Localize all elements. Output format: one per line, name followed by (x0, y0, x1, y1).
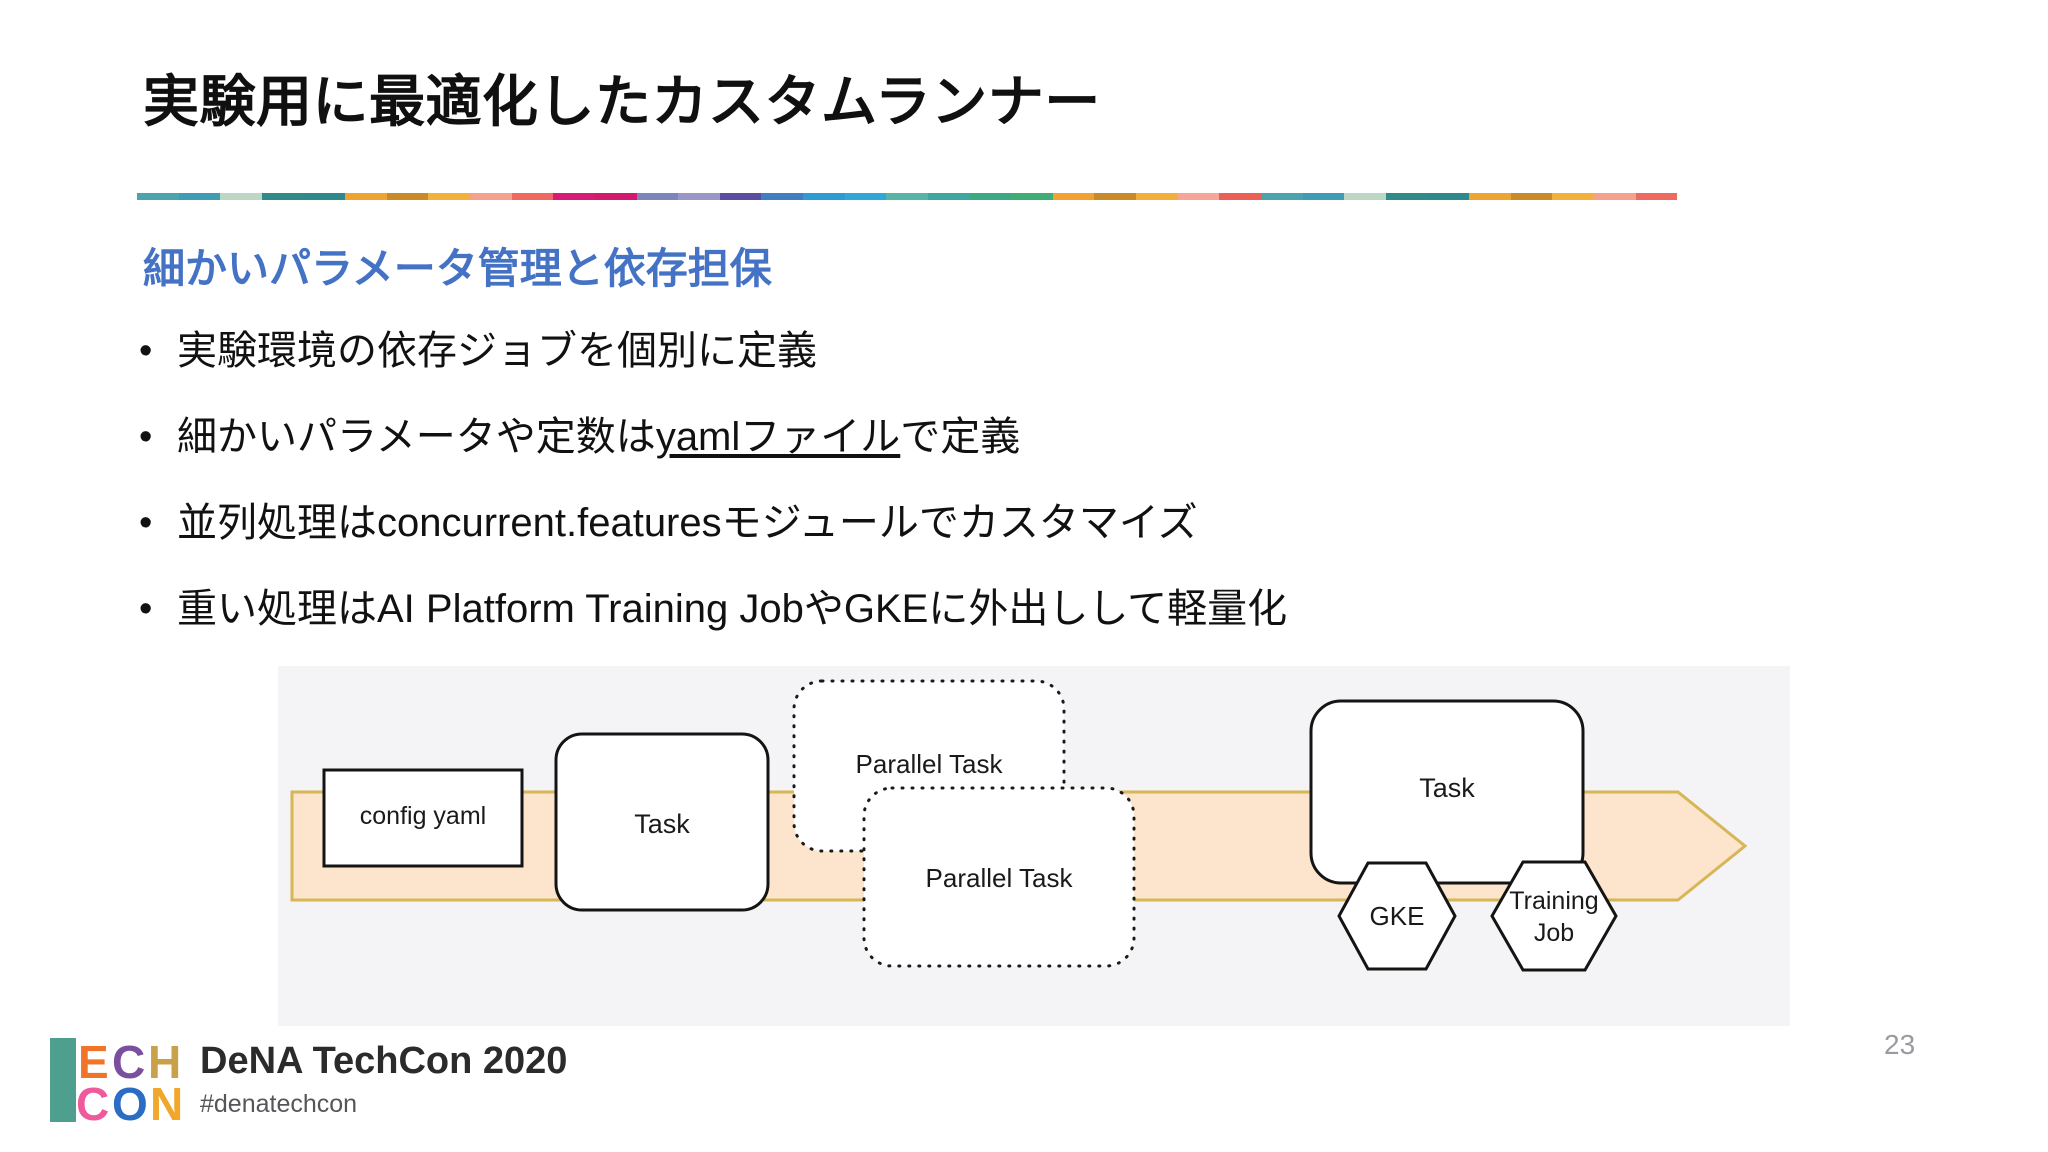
page-title: 実験用に最適化したカスタムランナー (143, 70, 1101, 133)
node-training-job-label-line2: Job (1534, 919, 1574, 947)
bullet-text-pre: 並列処理はconcurrent.featuresモジュールでカスタマイズ (177, 501, 1198, 545)
node-task-left-label: Task (634, 809, 690, 839)
bullet-text-pre: 細かいパラメータや定数は (177, 415, 656, 459)
divider-segment (511, 193, 554, 200)
bullet-text: 並列処理はconcurrent.featuresモジュールでカスタマイズ (177, 494, 1198, 552)
divider-segment (1219, 193, 1261, 200)
logo-letter-c-top: C (112, 1036, 145, 1088)
divider-segment (1136, 193, 1178, 200)
divider-segment (1593, 193, 1636, 200)
divider-segment (1260, 193, 1303, 200)
divider-segment (261, 193, 304, 200)
divider-segment (1469, 193, 1511, 200)
divider-segment (1385, 193, 1428, 200)
divider-segment (1510, 193, 1553, 200)
list-item: • 並列処理はconcurrent.featuresモジュールでカスタマイズ (139, 494, 1639, 558)
footer-hashtag: #denatechcon (200, 1090, 358, 1118)
node-training-job (1490, 860, 1618, 972)
footer-event-name: DeNA TechCon 2020 (200, 1040, 568, 1082)
divider-segment (303, 193, 346, 200)
divider-segment (678, 193, 720, 200)
logo-letter-c-bottom: C (76, 1078, 109, 1124)
bullet-text-pre: 実験環境の依存ジョブを個別に定義 (177, 329, 817, 373)
bullet-marker: • (139, 502, 153, 544)
node-parallel-task-upper-label: Parallel Task (856, 749, 1004, 779)
section-subtitle: 細かいパラメータ管理と依存担保 (143, 245, 772, 292)
divider-segment (1177, 193, 1220, 200)
divider-segment (428, 193, 470, 200)
bullet-marker: • (139, 416, 153, 458)
divider-segment (1011, 193, 1053, 200)
node-gke-label: GKE (1370, 901, 1425, 931)
node-task-left (554, 732, 770, 912)
node-parallel-task-lower-label: Parallel Task (926, 863, 1074, 893)
node-task-right (1309, 699, 1585, 885)
divider-segment (594, 193, 637, 200)
divider-segment (178, 193, 221, 200)
divider-segment (844, 193, 887, 200)
logo-letter-e: E (78, 1036, 109, 1088)
divider-segment (1635, 193, 1678, 200)
bullet-marker: • (139, 588, 153, 630)
divider-segment (761, 193, 803, 200)
node-gke (1337, 861, 1457, 971)
divider-segment (719, 193, 762, 200)
bullet-text: 細かいパラメータや定数はyamlファイルで定義 (177, 408, 1020, 466)
bullet-list: • 実験環境の依存ジョブを個別に定義 • 細かいパラメータや定数はyamlファイ… (139, 322, 1639, 666)
divider-segment (345, 193, 387, 200)
divider-segment (1094, 193, 1136, 200)
node-task-right-label: Task (1419, 773, 1475, 803)
bullet-text-pre: 重い処理はAI Platform Training JobやGKEに外出しして軽… (177, 587, 1288, 631)
divider-segment (1302, 193, 1345, 200)
logo-letter-o: O (112, 1078, 148, 1124)
logo-bar-t (50, 1038, 76, 1122)
divider-segment (553, 193, 595, 200)
bullet-text-underline: yamlファイル (655, 415, 901, 459)
bullet-text: 実験環境の依存ジョブを個別に定義 (177, 322, 817, 380)
bullet-marker: • (139, 330, 153, 372)
divider-segment (969, 193, 1012, 200)
node-training-job-label-line1: Training (1509, 887, 1598, 915)
divider-segment (886, 193, 928, 200)
node-config-yaml-label: config yaml (360, 802, 486, 830)
divider-segment (1052, 193, 1095, 200)
page-number: 23 (1884, 1029, 1916, 1060)
list-item: • 重い処理はAI Platform Training JobやGKEに外出しし… (139, 580, 1639, 644)
divider-segment (927, 193, 970, 200)
list-item: • 実験環境の依存ジョブを個別に定義 (139, 322, 1639, 386)
divider-segment (1427, 193, 1469, 200)
divider-segment (1344, 193, 1386, 200)
bullet-text: 重い処理はAI Platform Training JobやGKEに外出しして軽… (177, 580, 1287, 638)
techcon-logo: E C H C O N (48, 1036, 188, 1130)
logo-letter-h: H (148, 1036, 181, 1088)
divider-segment (386, 193, 429, 200)
pipeline-diagram: config yaml Task Parallel Task Parallel … (278, 666, 1790, 1026)
node-config-yaml (322, 768, 524, 868)
node-parallel-task-lower (862, 786, 1136, 968)
divider-segment (137, 193, 179, 200)
logo-letter-n: N (150, 1078, 183, 1124)
divider-segment (1552, 193, 1594, 200)
divider-segment (636, 193, 679, 200)
divider-segment (220, 193, 262, 200)
logo-bar-t-top (50, 1038, 76, 1046)
bullet-text-post: で定義 (900, 415, 1021, 459)
color-divider (137, 193, 1678, 200)
divider-segment (803, 193, 845, 200)
divider-segment (470, 193, 512, 200)
list-item: • 細かいパラメータや定数はyamlファイルで定義 (139, 408, 1639, 472)
